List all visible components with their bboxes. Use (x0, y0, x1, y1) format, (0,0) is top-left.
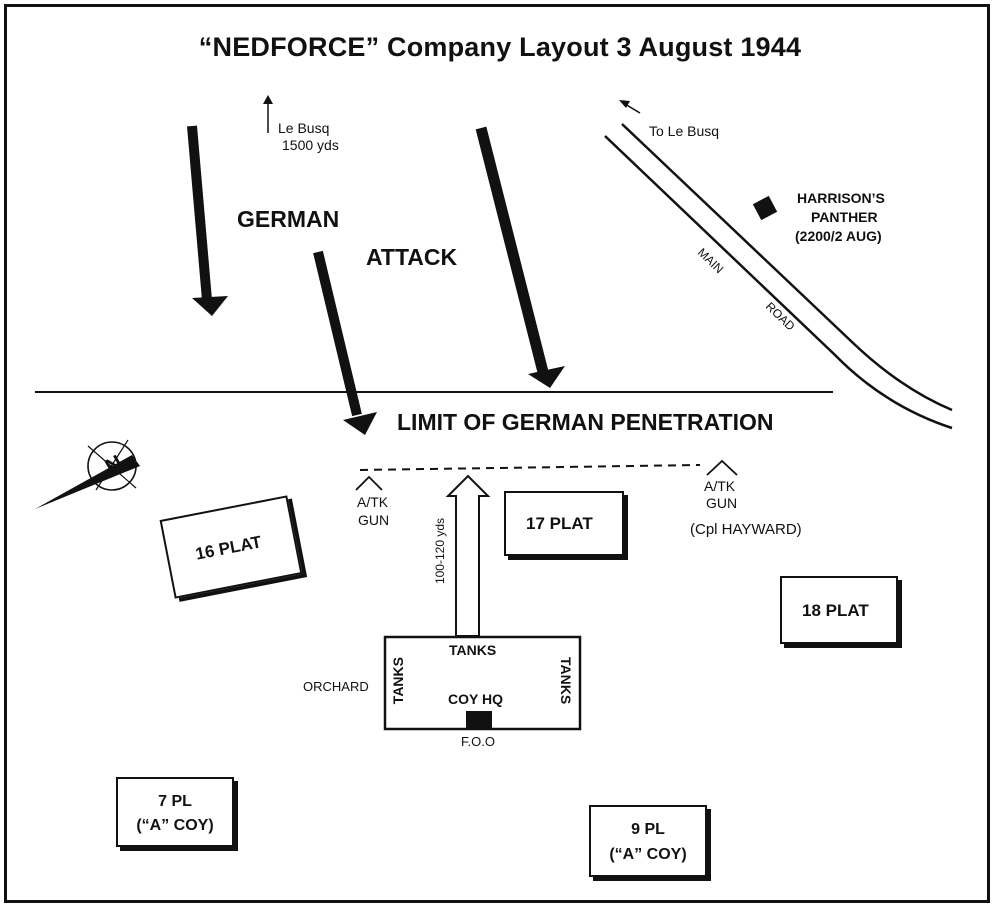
foo-label: F.O.O (461, 734, 495, 749)
to-le-busq-label: To Le Busq (649, 123, 720, 139)
atk-gun-left-line-2: GUN (358, 512, 390, 528)
border-frame (4, 4, 990, 903)
atk-gun-right-line-2: GUN (706, 495, 738, 511)
panther-line-3: (2200/2 AUG) (795, 228, 882, 244)
panther-line-2: PANTHER (811, 209, 878, 225)
unit-9-pl-label: 9 PL (631, 821, 665, 838)
unit-7-pl-label: 7 PL (158, 793, 192, 810)
panther-line-1: HARRISON’S (797, 190, 885, 206)
yds-label: 100-120 yds (433, 518, 447, 585)
unit-7-pl: 7 PL (“A” COY) (116, 777, 234, 847)
unit-7-pl-coy: (“A” COY) (136, 817, 214, 834)
attack-label: ATTACK (366, 244, 458, 270)
orchard-label: ORCHARD (303, 679, 369, 694)
coy-hq-label: COY HQ (448, 691, 503, 707)
tanks-left-label: TANKS (390, 657, 406, 705)
atk-gun-right-line-1: A/TK (704, 478, 736, 494)
unit-9-pl: 9 PL (“A” COY) (589, 805, 707, 877)
german-label: GERMAN (237, 206, 340, 232)
foo-marker (466, 711, 492, 728)
cpl-hayward-label: (Cpl HAYWARD) (690, 521, 802, 538)
limit-label: LIMIT OF GERMAN PENETRATION (397, 409, 774, 435)
atk-gun-left-line-1: A/TK (357, 494, 389, 510)
unit-18-plat: 18 PLAT (780, 576, 898, 644)
unit-18-plat-label: 18 PLAT (802, 601, 869, 620)
forward-dashed-line (359, 464, 701, 471)
unit-16-plat-label: 16 PLAT (193, 532, 264, 564)
unit-9-pl-coy: (“A” COY) (609, 846, 687, 863)
attack-arrow-3 (475, 126, 565, 388)
unit-17-plat-label: 17 PLAT (526, 514, 593, 533)
le-busq-label: Le Busq (278, 120, 330, 136)
attack-arrow-2 (313, 250, 377, 435)
atk-gun-right-icon (706, 459, 738, 476)
arrow-to-le-busq (619, 100, 641, 114)
atk-gun-left-icon (355, 475, 383, 491)
page-title: “NEDFORCE” Company Layout 3 August 1944 (198, 32, 802, 62)
attack-arrow-1 (187, 125, 228, 316)
compass-icon (35, 439, 140, 509)
north-arrow-le-busq (263, 95, 273, 133)
tanks-right-label: TANKS (558, 657, 574, 705)
advance-arrow-hollow (445, 474, 491, 637)
unit-17-plat: 17 PLAT (504, 491, 624, 556)
main-road (604, 123, 953, 430)
panther-marker (752, 195, 778, 221)
tanks-top-label: TANKS (449, 642, 497, 658)
le-busq-distance: 1500 yds (282, 137, 339, 153)
